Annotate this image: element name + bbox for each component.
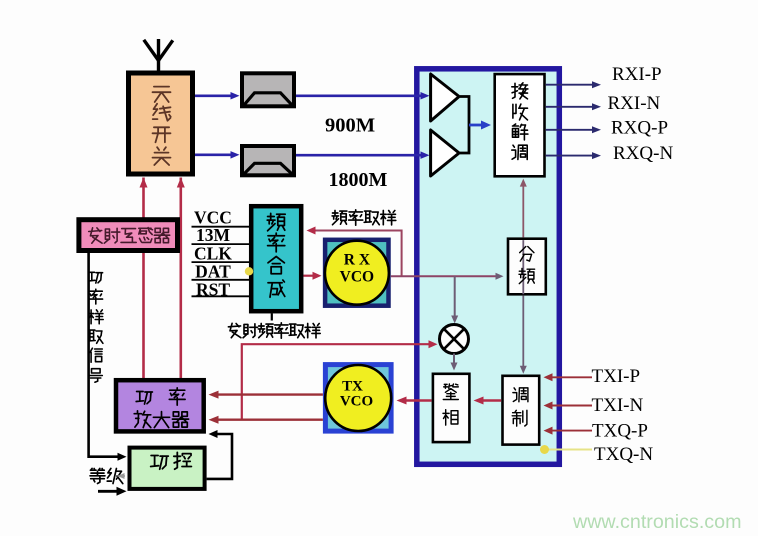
svg-text:VCO: VCO xyxy=(340,269,374,286)
svg-text:1800M: 1800M xyxy=(329,169,388,191)
svg-text:CLK: CLK xyxy=(194,243,232,263)
svg-text:VCO: VCO xyxy=(340,394,373,410)
svg-text:RXQ-P: RXQ-P xyxy=(611,117,668,138)
svg-text:RXQ-N: RXQ-N xyxy=(613,143,673,164)
svg-text:TXQ-N: TXQ-N xyxy=(594,444,653,465)
svg-text:900M: 900M xyxy=(325,114,375,136)
svg-text:TXI-N: TXI-N xyxy=(592,395,644,416)
svg-text:TX: TX xyxy=(342,379,363,395)
svg-text:RST: RST xyxy=(196,279,230,299)
svg-text:VCC: VCC xyxy=(194,207,232,227)
svg-text:RXI-P: RXI-P xyxy=(612,64,662,85)
svg-text:www.cntronics.com: www.cntronics.com xyxy=(572,511,741,533)
svg-text:TXI-P: TXI-P xyxy=(592,366,641,387)
svg-text:R X: R X xyxy=(344,252,371,269)
svg-text:TXQ-P: TXQ-P xyxy=(592,420,648,441)
svg-text:RXI-N: RXI-N xyxy=(608,93,661,114)
svg-text:DAT: DAT xyxy=(195,261,231,281)
svg-text:13M: 13M xyxy=(196,225,231,245)
